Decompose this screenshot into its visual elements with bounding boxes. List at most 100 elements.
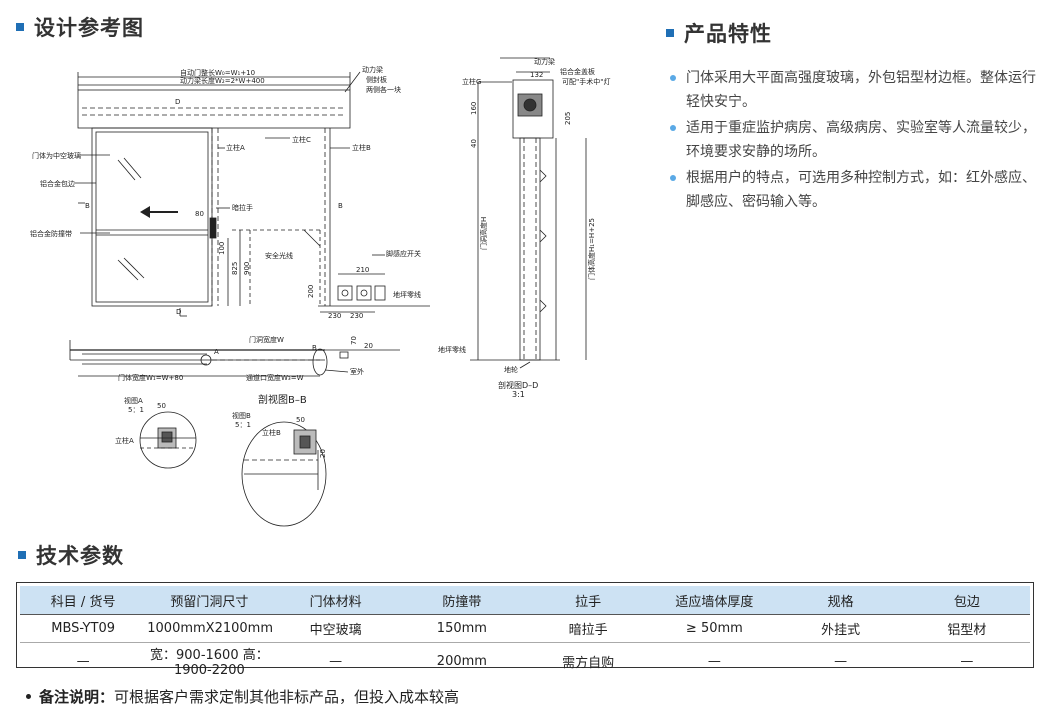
side-door-body: [519, 137, 541, 361]
view-b: 剖视图B–B 视图B 5：1 50 立柱B 20: [232, 393, 327, 527]
view-a-title: 视图A: [124, 396, 143, 405]
bullet-icon: [26, 694, 31, 699]
label-post-c: 立柱C: [292, 135, 311, 144]
label-foot-switch: 脚感应开关: [386, 249, 421, 258]
product-features-title: 产品特性: [666, 18, 772, 48]
side-label-floor: 地坪零线: [438, 345, 466, 354]
side-label-door-height: 门体高度H₁=H+25: [587, 218, 596, 280]
table-cell: —: [834, 653, 848, 669]
design-reference-title: 设计参考图: [16, 12, 144, 42]
table-cell: 150mm: [398, 614, 525, 643]
table-cell: 200mm: [436, 653, 487, 669]
remark-text: 可根据客户需求定制其他非标产品，但投入成本较高: [114, 688, 460, 706]
feature-item: 适用于重症监护病房、高级病房、实验室等人流量较少，环境要求安静的场所。: [666, 116, 1046, 164]
dim-80: 80: [195, 210, 204, 218]
params-table-wrapper: 科目 / 货号 预留门洞尺寸 门体材料 防撞带 拉手 适应墙体厚度 规格 包边 …: [16, 582, 1034, 678]
view-b-circle: [241, 421, 327, 527]
side-label-beam: 动力梁: [534, 57, 555, 66]
view-b-scale: 5：1: [235, 421, 251, 429]
table-cell: MBS-YT09: [20, 614, 147, 643]
label-hidden-handle: 暗拉手: [232, 203, 253, 212]
table-cell: ≥ 50mm: [651, 614, 778, 643]
label-floor-line: 地坪零线: [393, 290, 421, 299]
dim-825: 825: [231, 262, 239, 275]
power-beam: [77, 89, 351, 129]
label-safety-light: 安全光线: [265, 251, 293, 260]
beam-length-dim: 动力梁长度W₂=2*W+400: [180, 76, 265, 85]
table-cell: 铝型材: [903, 614, 1030, 643]
product-features-label: 产品特性: [684, 22, 772, 46]
table-cell: 需方自购: [562, 655, 615, 671]
remark-note: 备注说明： 可根据客户需求定制其他非标产品，但投入成本较高: [26, 686, 459, 707]
view-a-post: 立柱A: [115, 436, 134, 445]
table-cell: 中空玻璃: [272, 614, 399, 643]
marker-d-bottom: D: [176, 308, 181, 316]
section-dd-title: 剖视图D–D: [498, 380, 538, 390]
table-cell: —: [76, 653, 90, 669]
post-a-circle: [200, 354, 212, 366]
marker-d-top: D: [175, 98, 180, 106]
col-header-wall: 适应墙体厚度: [651, 586, 778, 615]
hidden-handle: [209, 217, 217, 239]
label-hollow-glass: 门体为中空玻璃: [32, 151, 81, 160]
col-header-handle: 拉手: [525, 586, 652, 615]
side-label-wheel: 地轮: [504, 365, 518, 374]
side-label-opening-height: 门洞高度H: [479, 217, 488, 250]
dim-230-right: 230: [350, 312, 363, 320]
label-outdoor: 室外: [350, 367, 364, 376]
view-b-dim-20: 20: [319, 449, 327, 458]
view-b-dim: 50: [296, 416, 305, 424]
table-row: MBS-YT09 1000mmX2100mm 中空玻璃 150mm 暗拉手 ≥ …: [20, 614, 1030, 643]
table-cell: 暗拉手: [525, 614, 652, 643]
dim-900: 900: [243, 262, 251, 275]
view-a-circle: [139, 411, 197, 469]
table-cell: —: [960, 653, 974, 669]
view-b-title: 视图B: [232, 411, 251, 420]
col-header-bump: 防撞带: [398, 586, 525, 615]
front-elevation: 自动门整长W₀=W₁+10 动力梁长度W₂=2*W+400 D 动力梁 侧封板 …: [30, 65, 430, 320]
label-door-width: 门体宽度W₁=W+80: [118, 373, 183, 382]
feature-text: 门体采用大平面高强度玻璃，外包铝型材边框。整体运行轻快安宁。: [686, 70, 1036, 110]
label-post-b: 立柱B: [352, 143, 371, 152]
section-marker-icon: [666, 29, 674, 37]
table-cell: —: [707, 653, 721, 669]
bullet-icon: [670, 175, 676, 181]
view-a-dim: 50: [157, 402, 166, 410]
table-cell: 外挂式: [777, 614, 904, 643]
side-section: 动力梁 铝合金盖板 可配"手术中"灯 132 立柱G 160 40 205 门洞…: [438, 57, 610, 399]
section-dd-scale: 3:1: [512, 390, 525, 399]
feature-item: 门体采用大平面高强度玻璃，外包铝型材边框。整体运行轻快安宁。: [666, 66, 1046, 114]
feature-text: 根据用户的特点，可选用多种控制方式，如：红外感应、脚感应、密码输入等。: [686, 170, 1036, 210]
col-header-spec: 规格: [777, 586, 904, 615]
dim-100: 100: [218, 242, 226, 255]
label-power-beam: 动力梁: [362, 65, 383, 74]
side-dim-40: 40: [470, 139, 478, 148]
side-label-cover: 铝合金盖板: [560, 67, 595, 76]
tech-params-title: 技术参数: [18, 540, 124, 570]
plan-dim-20: 20: [364, 342, 373, 350]
view-b-post: 立柱B: [262, 428, 281, 437]
side-dim-205: 205: [564, 112, 572, 125]
section-marker-icon: [18, 551, 26, 559]
col-header-edge: 包边: [903, 586, 1030, 615]
side-dim-160: 160: [470, 102, 478, 115]
label-opening-width: 门洞宽度W: [249, 335, 284, 344]
side-dim-132: 132: [530, 71, 543, 79]
door-length-dim: 自动门整长W₀=W₁+10: [180, 68, 255, 77]
section-bb-title: 剖视图B–B: [258, 393, 307, 406]
table-cell: 1000mmX2100mm: [146, 614, 273, 643]
feature-text: 适用于重症监护病房、高级病房、实验室等人流量较少，环境要求安静的场所。: [686, 120, 1036, 160]
remark-label: 备注说明：: [39, 688, 115, 706]
table-header-row: 科目 / 货号 预留门洞尺寸 门体材料 防撞带 拉手 适应墙体厚度 规格 包边: [20, 586, 1030, 615]
marker-b-right: B: [338, 202, 343, 210]
design-reference-label: 设计参考图: [34, 16, 144, 40]
marker-a-plan: A: [214, 348, 219, 356]
label-post-a: 立柱A: [226, 143, 245, 152]
label-aluminum-edge: 铝合金包边: [40, 179, 75, 188]
open-direction-arrow-icon: [140, 206, 150, 218]
dim-200: 200: [307, 285, 315, 298]
col-header-opening: 预留门洞尺寸: [146, 586, 273, 615]
label-bump-strip: 铝合金防撞带: [30, 229, 72, 238]
view-a: 视图A 5：1 50 立柱A: [115, 396, 197, 469]
bullet-icon: [670, 75, 676, 81]
